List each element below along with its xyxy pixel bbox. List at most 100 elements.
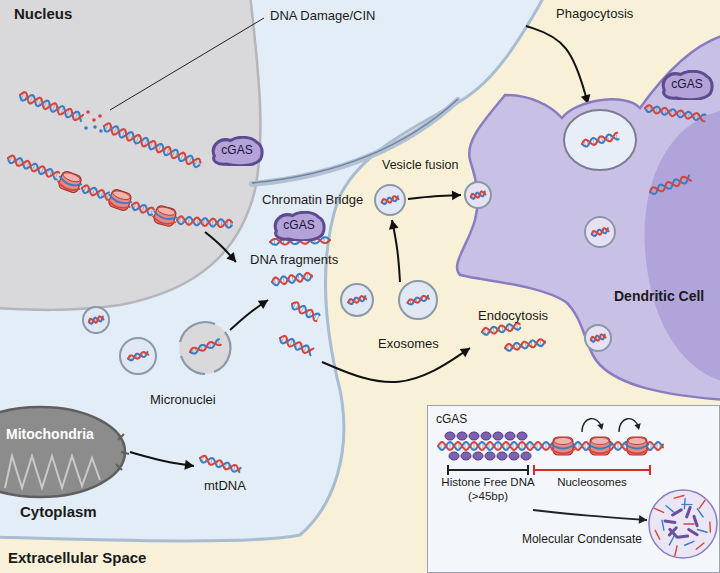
condensate-part: [697, 509, 703, 517]
illustration-part: [554, 438, 572, 445]
span-bar: [448, 469, 528, 471]
cgas-protein: [461, 452, 471, 460]
dna-strand: [505, 339, 545, 349]
illustration-part: [585, 217, 615, 247]
cgas-blob: cGAS: [272, 211, 326, 241]
dna-strand: [128, 352, 147, 361]
chromatin-bridge: [252, 100, 458, 184]
dna-strand: [280, 336, 313, 353]
arrow-line: [533, 510, 647, 520]
dc-nucleus: [644, 110, 720, 382]
illustration-part: [151, 216, 175, 227]
dna-strand: [20, 95, 81, 121]
inset-label: Nucleosomes: [534, 476, 650, 490]
dna-strand: [482, 323, 520, 334]
illustration-part: [214, 332, 230, 372]
dna-break-dot: [99, 129, 103, 133]
protein-label: cGAS: [272, 211, 326, 240]
condensate-part: [678, 536, 688, 537]
cgas-blob: cGAS: [210, 136, 264, 166]
nuclear-dna: [8, 92, 232, 228]
illustration-part: [625, 444, 649, 449]
inset-illustration: [428, 406, 720, 573]
condensate-part: [669, 528, 676, 535]
protein-label: cGAS: [660, 70, 714, 99]
condensate-part: [674, 495, 684, 498]
process-label: Phagocytosis: [556, 6, 633, 22]
region-label: Nucleus: [14, 5, 72, 23]
vesicle: [83, 307, 109, 333]
structure-label: Micronuclei: [150, 392, 216, 408]
dna-strand: [591, 335, 605, 342]
dna-strand: [645, 105, 704, 121]
leader-line: [110, 18, 264, 110]
vesicle: [585, 217, 615, 247]
dna-strand: [132, 202, 154, 212]
dna-strand: [82, 185, 107, 199]
arrow-head: [639, 515, 648, 524]
arrow-head: [258, 296, 271, 309]
condensate-part: [694, 516, 697, 525]
illustration-part: [585, 325, 611, 351]
cgas-protein: [517, 432, 527, 440]
cgas-protein: [509, 452, 519, 460]
dna-strand: [20, 92, 83, 120]
dna-strand: [190, 342, 221, 352]
process-label: Vesicle fusion: [382, 158, 458, 173]
chromatin-bridge-dna: [252, 99, 458, 183]
condensate-part: [655, 530, 660, 539]
dna-strand: [650, 177, 691, 192]
condensate-part: [685, 541, 694, 545]
condensate-part: [675, 546, 677, 556]
illustration-part: [625, 449, 649, 454]
protein-label: cGAS: [210, 136, 264, 165]
cgas-protein: [445, 432, 455, 440]
illustration-part: [179, 322, 231, 374]
region-label: Cytoplasm: [20, 503, 97, 521]
protein-label: cGAS: [436, 412, 467, 426]
dna-break-dot: [86, 110, 90, 114]
organelle-label: Mitochondria: [6, 426, 94, 443]
span-tick: [649, 465, 651, 475]
condensate-part: [684, 498, 686, 508]
nucleosome: [625, 437, 649, 455]
arrow-head: [387, 219, 398, 230]
illustration-part: [0, 407, 125, 497]
condensate-part: [662, 520, 664, 530]
span-tick: [447, 465, 449, 475]
condensate-part: [669, 536, 674, 545]
dna-strand: [177, 217, 232, 228]
dna-strand: [382, 196, 398, 204]
illustration-part: [157, 205, 176, 216]
condensate-part: [666, 506, 674, 512]
dna-strand: [582, 133, 617, 145]
arrow-line: [392, 220, 400, 282]
cgas-protein: [469, 432, 479, 440]
span-tick: [533, 465, 535, 475]
illustration-part: [399, 281, 437, 319]
inset-label: Histone Free DNA (>45bp): [438, 476, 538, 504]
arrow-line: [130, 452, 194, 466]
inset-panel: cGASHistone Free DNA (>45bp)NucleosomesM…: [427, 405, 720, 573]
condensate: [649, 490, 717, 558]
dna-strand: [382, 196, 399, 202]
dna-strand: [89, 316, 104, 322]
nucleosome: [56, 169, 85, 194]
condensate-part: [689, 529, 697, 534]
structure-label: DNA fragments: [250, 252, 338, 268]
condensate-part: [684, 523, 694, 524]
cgas-protein: [521, 452, 531, 460]
cgas-protein: [485, 452, 495, 460]
illustration-part: [551, 449, 575, 454]
cgas-protein: [505, 432, 515, 440]
dna-strand: [471, 191, 486, 197]
vesicle: [585, 325, 611, 351]
mtdna: [200, 456, 241, 472]
vesicle: [465, 182, 491, 208]
condensate-part: [654, 508, 663, 512]
dna-strand: [348, 296, 365, 304]
dna-strand: [292, 304, 320, 317]
illustration-part: [588, 449, 612, 454]
cell-label: Dendritic Cell: [614, 288, 704, 305]
